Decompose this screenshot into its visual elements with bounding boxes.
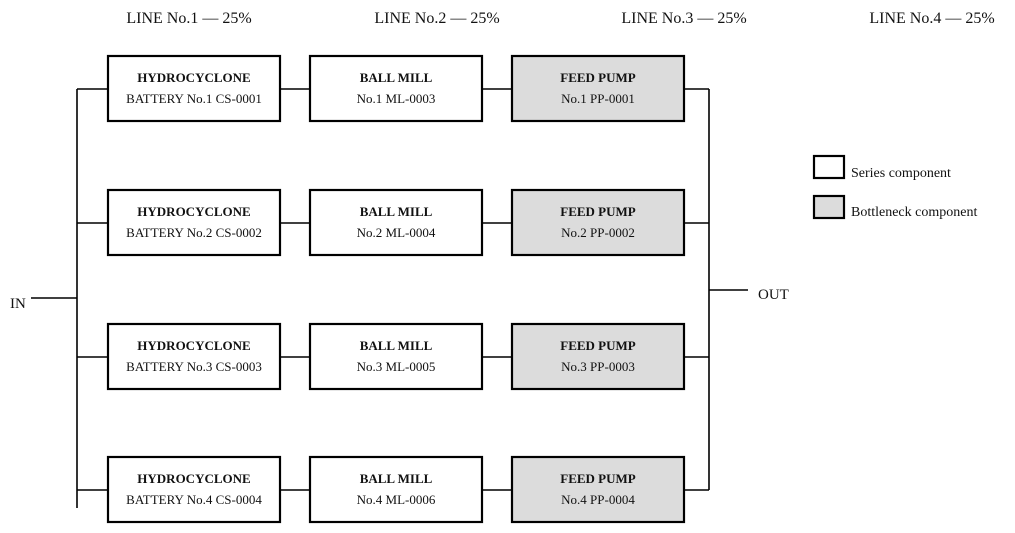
line-2-feed-pump-title: FEED PUMP: [560, 204, 636, 219]
line-4-header: LINE No.4 — 25%: [869, 10, 994, 27]
line-2-hydrocyclone-title: HYDROCYCLONE: [137, 204, 250, 219]
line-4-hydrocyclone-title: HYDROCYCLONE: [137, 471, 250, 486]
line-3-feed-pump-title: FEED PUMP: [560, 338, 636, 353]
line-4-ball-mill-tag: No.4 ML-0006: [357, 492, 436, 507]
legend-swatch-series: [812, 154, 846, 180]
line-2-ball-mill-title: BALL MILL: [360, 204, 433, 219]
line-1-hydrocyclone-tag: BATTERY No.1 CS-0001: [126, 91, 262, 106]
legend-label-series: Series component: [851, 166, 951, 181]
line-3-hydrocyclone-title: HYDROCYCLONE: [137, 338, 250, 353]
line-4-feed-pump-block: [510, 455, 686, 524]
line-3-hydrocyclone-tag: BATTERY No.3 CS-0003: [126, 359, 262, 374]
line-2-ball-mill-block: [308, 188, 484, 257]
legend-swatch-bottleneck: [812, 194, 846, 220]
line-2-hydrocyclone-tag: BATTERY No.2 CS-0002: [126, 225, 262, 240]
line-3-ball-mill-tag: No.3 ML-0005: [357, 359, 436, 374]
line-3-header: LINE No.3 — 25%: [621, 10, 746, 27]
line-4-ball-mill-block: [308, 455, 484, 524]
input-label: IN: [10, 296, 26, 312]
line-2-hydrocyclone-block: [106, 188, 282, 257]
legend-label-bottleneck: Bottleneck component: [851, 205, 977, 220]
line-1-feed-pump-block: [510, 54, 686, 123]
line-2-feed-pump-tag: No.2 PP-0002: [561, 225, 635, 240]
line-4-feed-pump-tag: No.4 PP-0004: [561, 492, 635, 507]
line-3-hydrocyclone-block: [106, 322, 282, 391]
line-1-ball-mill-tag: No.1 ML-0003: [357, 91, 436, 106]
line-1-hydrocyclone-block: [106, 54, 282, 123]
line-1-feed-pump-title: FEED PUMP: [560, 70, 636, 85]
line-1-ball-mill-title: BALL MILL: [360, 70, 433, 85]
line-1-ball-mill-block: [308, 54, 484, 123]
line-2-feed-pump-block: [510, 188, 686, 257]
line-4-hydrocyclone-block: [106, 455, 282, 524]
line-1-header: LINE No.1 — 25%: [126, 10, 251, 27]
line-2-ball-mill-tag: No.2 ML-0004: [357, 225, 436, 240]
line-3-feed-pump-tag: No.3 PP-0003: [561, 359, 635, 374]
line-4-ball-mill-title: BALL MILL: [360, 471, 433, 486]
output-label: OUT: [758, 287, 789, 303]
line-4-hydrocyclone-tag: BATTERY No.4 CS-0004: [126, 492, 262, 507]
line-1-hydrocyclone-title: HYDROCYCLONE: [137, 70, 250, 85]
line-3-feed-pump-block: [510, 322, 686, 391]
line-2-header: LINE No.2 — 25%: [374, 10, 499, 27]
line-1-feed-pump-tag: No.1 PP-0001: [561, 91, 635, 106]
line-3-ball-mill-block: [308, 322, 484, 391]
line-4-feed-pump-title: FEED PUMP: [560, 471, 636, 486]
line-3-ball-mill-title: BALL MILL: [360, 338, 433, 353]
